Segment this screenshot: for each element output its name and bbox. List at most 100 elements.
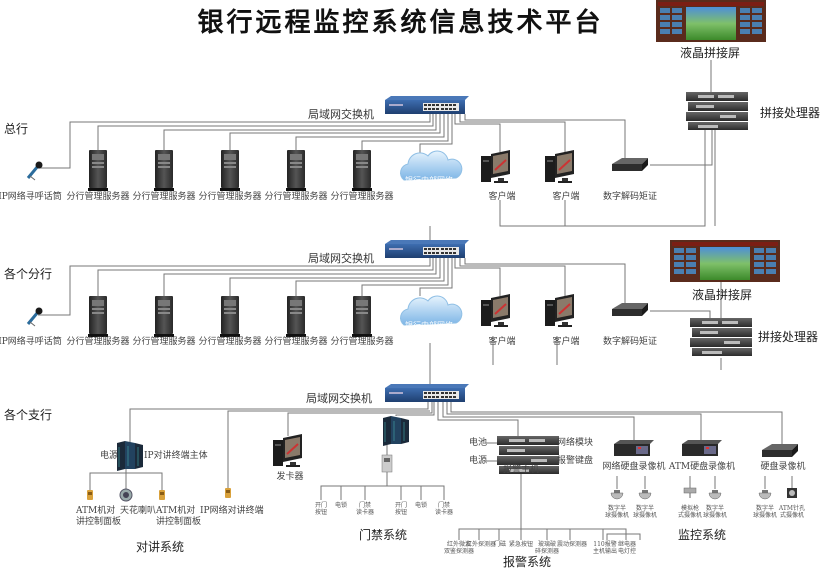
section-subbranch: 各个支行 [4,408,53,422]
access-system-label: 门禁系统 [358,528,408,542]
subbranch-lan-switch [385,384,469,402]
access-device-label-2: 电锁 [335,502,347,509]
branch-decoder-label: 数字解码矩证 [602,337,658,347]
card-issuer-label: 发卡器 [276,472,304,482]
branch-client-label-2: 客户端 [552,337,580,347]
hq-client-icon-1 [480,149,511,184]
speaker-icon [119,488,133,502]
camera-1-line1: 数字半 [607,505,627,512]
camera-label-5: 数字半球摄像机 [753,505,777,519]
camera-6-line2: 式摄像机 [779,512,804,519]
atm-panel-label-1-line1: ATM机对 [76,506,116,516]
branch-client-icon-1 [480,293,511,328]
alarm-sensor-label-1: 红外微波双鉴探测器 [444,541,474,555]
nvr-label: 网络硬盘录像机 [602,462,666,472]
camera-3-line2: 式摄像机 [677,512,703,519]
access-device-6-line1: 门禁 [437,502,451,509]
hq-server-label-5: 分行管理服务器 [330,192,394,202]
alarm-keyboard-label: 报警键盘 [557,456,594,466]
camera-4-line2: 球摄像机 [702,512,728,519]
hq-wiring [38,60,716,227]
access-device-4-line2: 按钮 [394,509,408,516]
atm-panel-label-1: ATM机对 讲控制面板 [76,506,121,528]
branch-server-label-4: 分行管理服务器 [264,337,328,347]
branch-mic-icon [26,306,44,328]
alarm-system-label: 报警系统 [502,555,552,569]
alarm-sensor-1-line1: 红外微波 [446,541,472,548]
branch-cloud-label: 银行内部网络 [405,321,453,330]
alarm-power-label: 电源 [469,456,488,466]
access-device-1-line2: 按钮 [314,509,328,516]
camera-label-6: ATM针孔式摄像机 [779,505,805,519]
access-device-label-6: 门禁读卡器 [435,502,453,516]
camera-5-line1: 数字半 [755,505,775,512]
branch-processor-label: 拼接处理器 [758,330,819,344]
hq-server-icon-3 [220,150,240,191]
branch-server-label-3: 分行管理服务器 [198,337,262,347]
access-device-3-line2: 读卡器 [355,509,375,516]
alarm-sensor-label-7: 110报警主机输出 [593,541,617,555]
alarm-sensor-label-4: 紧急按钮 [509,541,533,548]
hq-server-label-2: 分行管理服务器 [132,192,196,202]
intercom-power-label: 电源 [100,451,119,461]
dvr-icon [762,444,798,457]
hq-client-icon-2 [544,149,575,184]
hq-server-icon-4 [286,150,306,191]
alarm-sensor-1-line2: 双鉴探测器 [443,548,475,555]
alarm-sensor-label-6: 震动探测器 [557,541,587,548]
camera-2-line1: 数字半 [635,505,655,512]
branch-server-icon-4 [286,296,306,337]
camera-2-line2: 球摄像机 [632,512,658,519]
hq-switch-label: 局域网交换机 [308,108,374,121]
alarm-sensor-5-line2: 碎探测器 [534,548,560,555]
nvr-icon [614,440,654,456]
branch-server-icon-3 [220,296,240,337]
access-device-label-5: 电锁 [415,502,427,509]
alarm-sensor-2-line1: 红外探测器 [465,541,497,548]
camera-icon-4 [708,489,722,500]
hq-client-label-2: 客户端 [552,192,580,202]
camera-6-line1: ATM针孔 [778,505,806,512]
access-device-label-4: 开门按钮 [395,502,407,516]
hq-processor-label: 拼接处理器 [760,106,821,120]
dvr-label: 硬盘录像机 [760,462,806,472]
branch-server-label-1: 分行管理服务器 [66,337,130,347]
hq-cloud-label: 银行内部网络 [405,176,453,185]
intercom-host-icon [116,440,144,472]
branch-client-icon-2 [544,293,575,328]
branch-lan-switch [385,240,469,258]
camera-icon-2 [638,489,652,500]
alarm-sensor-6-line1: 震动探测器 [556,541,588,548]
intercom-system-label: 对讲系统 [135,540,185,554]
access-device-label-3: 门禁读卡器 [356,502,374,516]
alarm-battery-label: 电池 [469,438,488,448]
camera-label-4: 数字半球摄像机 [703,505,727,519]
access-device-4-line1: 开门 [394,502,408,509]
hq-lan-switch [385,96,469,114]
access-reader-icon [381,454,393,473]
branch-server-label-2: 分行管理服务器 [132,337,196,347]
alarm-sensor-7-line2: 主机输出 [592,548,618,555]
alarm-net-module-label: 网络模块 [557,438,594,448]
access-device-1-line1: 开门 [314,502,328,509]
camera-icon-3 [683,487,697,498]
alarm-sensor-3-line1: 门磁 [493,541,507,548]
alarm-sensor-4-line1: 紧急按钮 [508,541,534,548]
atm-panel-label-2-line1: ATM机对 [156,506,196,516]
ip-intercom-terminal-label: IP网络对讲终端 [200,506,264,516]
camera-4-line1: 数字半 [705,505,725,512]
branch-mic-label: IP网络寻呼话筒 [0,337,62,347]
atm-panel-icon-2 [159,490,165,500]
hq-mic-icon [26,160,44,182]
intercom-host-label: IP对讲终端主体 [144,451,208,461]
branch-server-label-5: 分行管理服务器 [330,337,394,347]
access-device-6-line2: 读卡器 [434,509,454,516]
hq-client-label-1: 客户端 [488,192,516,202]
branch-switch-label: 局域网交换机 [308,252,374,265]
branch-lcd-wall-icon [670,240,780,282]
atm-dvr-label: ATM硬盘录像机 [668,462,736,472]
branch-server-icon-5 [352,296,372,337]
camera-1-line2: 球摄像机 [604,512,630,519]
hq-decoder-label: 数字解码矩证 [602,192,658,202]
branch-server-icon-2 [154,296,174,337]
